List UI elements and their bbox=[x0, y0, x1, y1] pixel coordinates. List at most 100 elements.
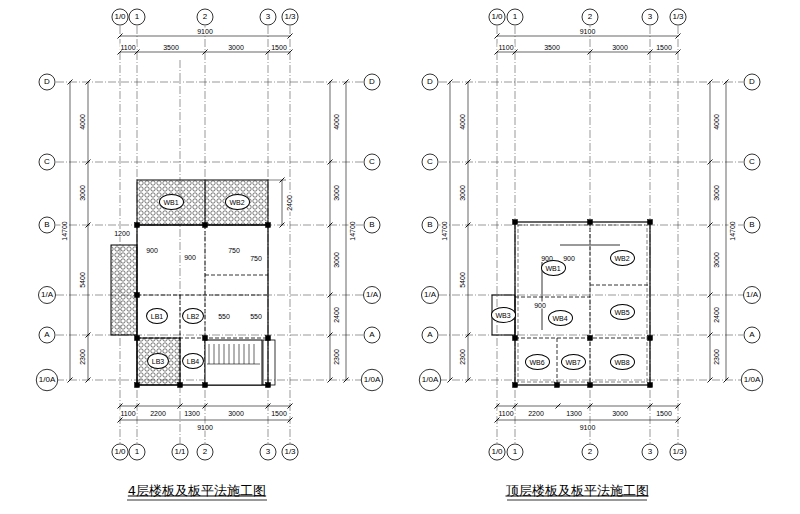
slab-divider bbox=[205, 180, 206, 225]
dimension-line bbox=[726, 82, 727, 380]
axis-label: 1 bbox=[135, 13, 139, 21]
stair-outline bbox=[205, 340, 262, 385]
axis-bubble bbox=[422, 154, 438, 170]
dimension-text: 900 bbox=[183, 254, 197, 261]
dimension-tick bbox=[448, 378, 453, 383]
axis-label: 3 bbox=[648, 448, 652, 456]
axis-line bbox=[290, 26, 291, 443]
axis-label: 3 bbox=[266, 448, 270, 456]
axis-bubble bbox=[670, 444, 686, 460]
axis-label: 2 bbox=[203, 448, 207, 456]
dimension-tick bbox=[466, 223, 471, 228]
slab-tag: LB3 bbox=[147, 353, 169, 369]
axis-label: C bbox=[749, 158, 755, 166]
axis-label: A bbox=[427, 331, 432, 339]
dimension-text: 2300 bbox=[333, 348, 340, 366]
axis-bubble bbox=[129, 444, 145, 460]
stair-landing bbox=[207, 364, 260, 365]
column-square bbox=[266, 223, 271, 228]
dimension-tick bbox=[288, 50, 293, 55]
dimension-text: 3000 bbox=[611, 410, 629, 417]
dimension-text: 3000 bbox=[227, 44, 245, 51]
dimension-text: 750 bbox=[227, 247, 241, 254]
dimension-tick bbox=[724, 378, 729, 383]
slab-outline bbox=[518, 225, 647, 382]
axis-label: 1/3 bbox=[672, 448, 683, 456]
drawing-line bbox=[180, 295, 181, 385]
slab-code: LB4 bbox=[187, 358, 199, 365]
dimension-tick bbox=[178, 404, 183, 409]
dimension-tick bbox=[86, 223, 91, 228]
dimension-tick bbox=[676, 50, 681, 55]
dimension-text: 1500 bbox=[655, 410, 673, 417]
dimension-text: 5400 bbox=[459, 271, 466, 289]
drawing-line bbox=[205, 275, 268, 276]
slab-tag: WB4 bbox=[548, 310, 573, 326]
dimension-text: 1500 bbox=[655, 44, 673, 51]
slab-tag: WB7 bbox=[561, 354, 586, 370]
dimension-tick bbox=[708, 160, 713, 165]
dimension-text: 9100 bbox=[196, 424, 214, 431]
stair-tread bbox=[209, 344, 210, 364]
stair-tread bbox=[219, 344, 220, 364]
dimension-text: 550 bbox=[217, 313, 231, 320]
extension-line bbox=[268, 180, 286, 181]
axis-bubble bbox=[282, 444, 298, 460]
slab-code: LB3 bbox=[152, 358, 164, 365]
axis-label: 1 bbox=[513, 13, 517, 21]
axis-bubble bbox=[112, 9, 128, 25]
column-square bbox=[178, 383, 183, 388]
dimension-text: 3000 bbox=[713, 251, 720, 269]
dimension-tick bbox=[513, 404, 518, 409]
axis-label: 1/A bbox=[366, 291, 378, 299]
axis-bubble bbox=[364, 74, 380, 90]
dimension-tick bbox=[708, 333, 713, 338]
stair-tread bbox=[224, 344, 225, 364]
dimension-tick bbox=[648, 404, 653, 409]
axis-bubble bbox=[39, 74, 55, 90]
dimension-tick bbox=[344, 80, 349, 85]
dimension-tick bbox=[495, 418, 500, 423]
axis-bubble bbox=[197, 9, 213, 25]
dimension-tick bbox=[68, 378, 73, 383]
dimension-text: 4000 bbox=[459, 113, 466, 131]
axis-label: 1/0 bbox=[114, 13, 125, 21]
axis-label: 1/0A bbox=[422, 376, 438, 384]
slab-tag: WB1 bbox=[159, 194, 184, 210]
dimension-tick bbox=[466, 80, 471, 85]
axis-bubble bbox=[744, 217, 760, 233]
axis-bubble bbox=[422, 74, 438, 90]
axis-label: 1/3 bbox=[284, 13, 295, 21]
dimension-tick bbox=[466, 333, 471, 338]
drawing-line bbox=[515, 297, 590, 298]
column-square bbox=[555, 383, 560, 388]
stair-tread bbox=[214, 344, 215, 364]
axis-bubble bbox=[642, 9, 658, 25]
dimension-text: 750 bbox=[249, 255, 263, 262]
column-square bbox=[135, 223, 140, 228]
dimension-line bbox=[450, 82, 451, 380]
dimension-tick bbox=[328, 160, 333, 165]
slab-tag: WB1 bbox=[541, 260, 566, 276]
axis-label: A bbox=[44, 331, 49, 339]
dimension-text: 1500 bbox=[270, 44, 288, 51]
dimension-text: 1500 bbox=[270, 410, 288, 417]
axis-line bbox=[439, 380, 743, 381]
dimension-text: 5400 bbox=[79, 271, 86, 289]
slab-outline bbox=[137, 225, 268, 385]
dimension-text: 14700 bbox=[61, 220, 68, 241]
slab-code: WB5 bbox=[614, 309, 629, 316]
dimension-tick bbox=[288, 418, 293, 423]
dimension-text: 2400 bbox=[286, 194, 293, 212]
axis-line bbox=[56, 162, 363, 163]
dimension-text: 3500 bbox=[162, 44, 180, 51]
dimension-text: 2200 bbox=[527, 410, 545, 417]
dimension-tick bbox=[118, 418, 123, 423]
axis-bubble bbox=[260, 444, 276, 460]
axis-label: A bbox=[369, 331, 374, 339]
dimension-text: 1300 bbox=[183, 410, 201, 417]
dimension-tick bbox=[203, 50, 208, 55]
axis-label: A bbox=[749, 331, 754, 339]
stair-tread bbox=[234, 344, 235, 364]
axis-label: 1 bbox=[513, 448, 517, 456]
